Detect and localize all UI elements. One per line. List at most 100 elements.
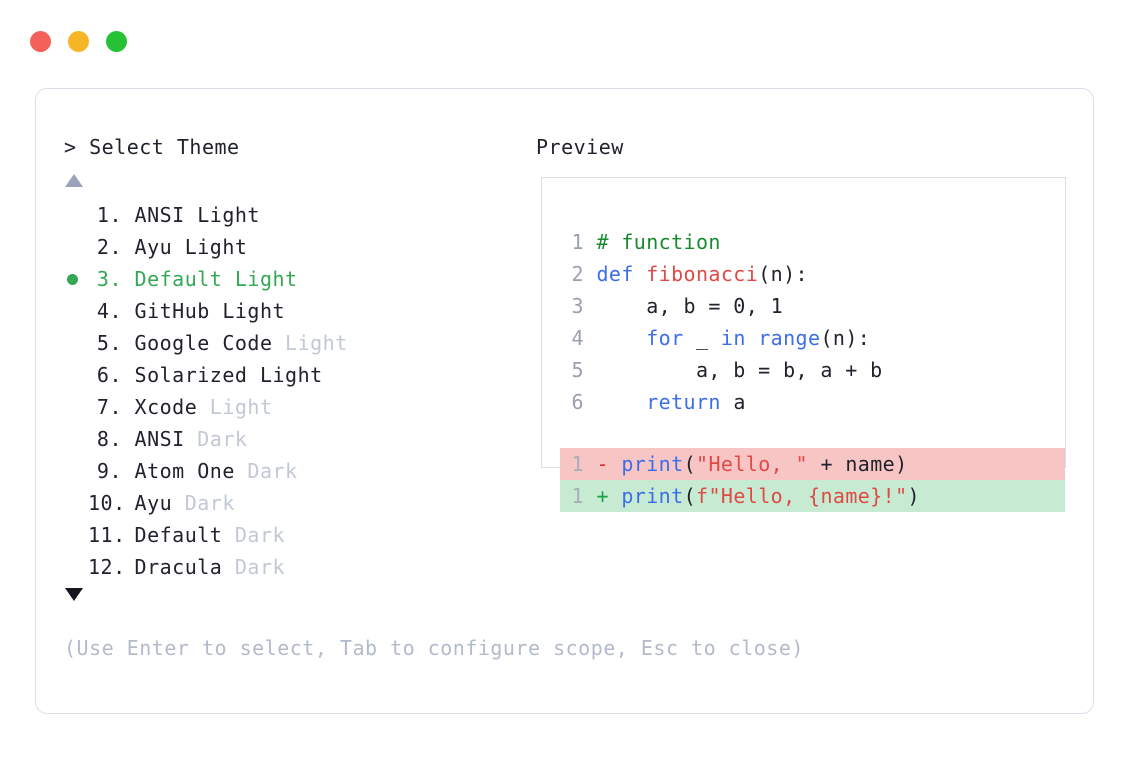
theme-list-item[interactable]: 7. Xcode Light	[64, 391, 514, 423]
diff-sign: -	[596, 452, 609, 476]
theme-item-spacer	[122, 267, 135, 291]
code-token-comment: # function	[596, 230, 721, 254]
keyboard-hint: (Use Enter to select, Tab to configure s…	[64, 636, 804, 660]
theme-item-name: Google Code	[134, 331, 273, 355]
theme-item-name: Default	[134, 523, 223, 547]
theme-item-variant: Dark	[222, 555, 286, 579]
theme-list-item[interactable]: 5. Google Code Light	[64, 327, 514, 359]
theme-item-variant: Light	[209, 299, 286, 323]
code-token-string: "Hello, "	[696, 452, 809, 476]
theme-list-item[interactable]: 1. ANSI Light	[64, 199, 514, 231]
code-token-builtin: print	[621, 484, 684, 508]
diff-line-removed: 1 - print("Hello, " + name)	[560, 448, 1065, 480]
theme-item-spacer	[122, 523, 135, 547]
triangle-up-icon[interactable]	[65, 174, 83, 187]
gutter-gap	[584, 452, 596, 476]
code-token-string: f"Hello, {name}!"	[696, 484, 908, 508]
code-line: 6 return a	[560, 386, 1065, 418]
theme-item-variant: Dark	[234, 459, 298, 483]
theme-item-name: Xcode	[134, 395, 198, 419]
theme-list-item[interactable]: 6. Solarized Light	[64, 359, 514, 391]
window-traffic-lights	[30, 31, 127, 52]
code-token-keyword: def	[596, 262, 647, 286]
diff-sign-gap	[609, 484, 621, 508]
code-line: 3 a, b = 0, 1	[560, 290, 1065, 322]
theme-list-item[interactable]: 4. GitHub Light	[64, 295, 514, 327]
line-number: 1	[571, 230, 584, 254]
line-number: 4	[571, 326, 584, 350]
theme-item-number: 6.	[96, 363, 122, 387]
code-token-plain	[746, 326, 758, 350]
theme-item-spacer	[122, 299, 135, 323]
theme-item-variant: Light	[222, 267, 298, 291]
theme-item-number: 2.	[96, 235, 122, 259]
code-line: 1 # function	[560, 226, 1065, 258]
theme-list-item[interactable]: 9. Atom One Dark	[64, 455, 514, 487]
code-token-keyword: for	[646, 326, 684, 350]
theme-item-number: 7.	[96, 395, 122, 419]
theme-item-number: 9.	[96, 459, 122, 483]
theme-list-item[interactable]: 12. Dracula Dark	[64, 551, 514, 583]
page-title: > Select Theme	[64, 135, 240, 159]
theme-item-spacer	[122, 491, 135, 515]
code-token-keyword: in	[720, 326, 746, 350]
theme-item-variant: Dark	[172, 491, 235, 515]
gutter-gap	[584, 326, 596, 350]
triangle-down-icon[interactable]	[65, 588, 83, 601]
close-button[interactable]	[30, 31, 51, 52]
diff-line-added: 1 + print(f"Hello, {name}!")	[560, 480, 1065, 512]
code-token-plain: (n):	[820, 326, 871, 350]
theme-item-variant: Light	[247, 363, 323, 387]
theme-item-number: 12.	[88, 555, 126, 579]
theme-item-name: Ayu	[134, 491, 173, 515]
theme-item-number: 11.	[88, 523, 126, 547]
theme-item-name: Default	[134, 267, 223, 291]
theme-item-name: GitHub	[134, 299, 210, 323]
gutter-gap	[584, 294, 596, 318]
line-number: 3	[571, 294, 584, 318]
diff-sign-gap	[609, 452, 621, 476]
line-number: 1	[571, 484, 584, 508]
code-token-plain: )	[907, 484, 920, 508]
line-number: 5	[571, 358, 584, 382]
code-token-plain: a	[720, 390, 746, 414]
minimize-button[interactable]	[68, 31, 89, 52]
maximize-button[interactable]	[106, 31, 127, 52]
code-token-plain: a, b = b, a + b	[596, 358, 883, 382]
code-blank-line	[560, 418, 1065, 448]
theme-item-variant: Light	[172, 235, 248, 259]
theme-item-name: Solarized	[134, 363, 248, 387]
theme-item-variant: Dark	[222, 523, 286, 547]
code-line: 4 for _ in range(n):	[560, 322, 1065, 354]
theme-item-name: Atom One	[134, 459, 235, 483]
theme-item-spacer	[122, 203, 135, 227]
theme-item-spacer	[122, 555, 135, 579]
selected-bullet-icon	[67, 274, 78, 285]
theme-item-name: Ayu	[134, 235, 173, 259]
gutter-gap	[584, 484, 596, 508]
theme-item-spacer	[122, 235, 135, 259]
theme-list-item[interactable]: 3. Default Light	[64, 263, 514, 295]
theme-list-item[interactable]: 8. ANSI Dark	[64, 423, 514, 455]
theme-item-number: 3.	[96, 267, 122, 291]
line-number: 6	[571, 390, 584, 414]
theme-list-item[interactable]: 2. Ayu Light	[64, 231, 514, 263]
code-token-plain: (	[683, 452, 697, 476]
code-token-builtin: range	[758, 326, 821, 350]
theme-item-variant: Light	[184, 203, 260, 227]
gutter-gap	[584, 262, 596, 286]
theme-item-variant: Light	[272, 331, 348, 355]
theme-list-item[interactable]: 10. Ayu Dark	[64, 487, 514, 519]
theme-item-spacer	[122, 395, 135, 419]
code-line: 2 def fibonacci(n):	[560, 258, 1065, 290]
code-token-builtin: print	[621, 452, 684, 476]
theme-item-spacer	[122, 331, 135, 355]
theme-item-variant: Dark	[184, 427, 248, 451]
theme-list-item[interactable]: 11. Default Dark	[64, 519, 514, 551]
code-token-plain: (	[683, 484, 697, 508]
theme-item-number: 4.	[96, 299, 122, 323]
line-number: 1	[571, 452, 584, 476]
